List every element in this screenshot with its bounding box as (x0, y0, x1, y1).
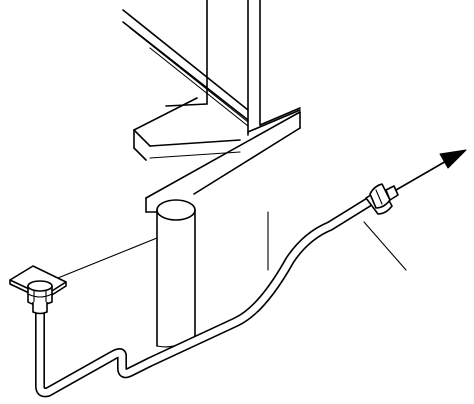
callout-leader-line (363, 221, 407, 271)
flow-direction-arrow (395, 149, 467, 191)
wall-edge-line (47, 237, 158, 283)
right-hose-fitting (365, 183, 399, 215)
upper-frame (122, 0, 301, 161)
left-hose-fitting (27, 280, 53, 315)
support-post (156, 199, 196, 348)
base-plate (145, 111, 301, 213)
drain-hose-inner (36, 196, 376, 396)
